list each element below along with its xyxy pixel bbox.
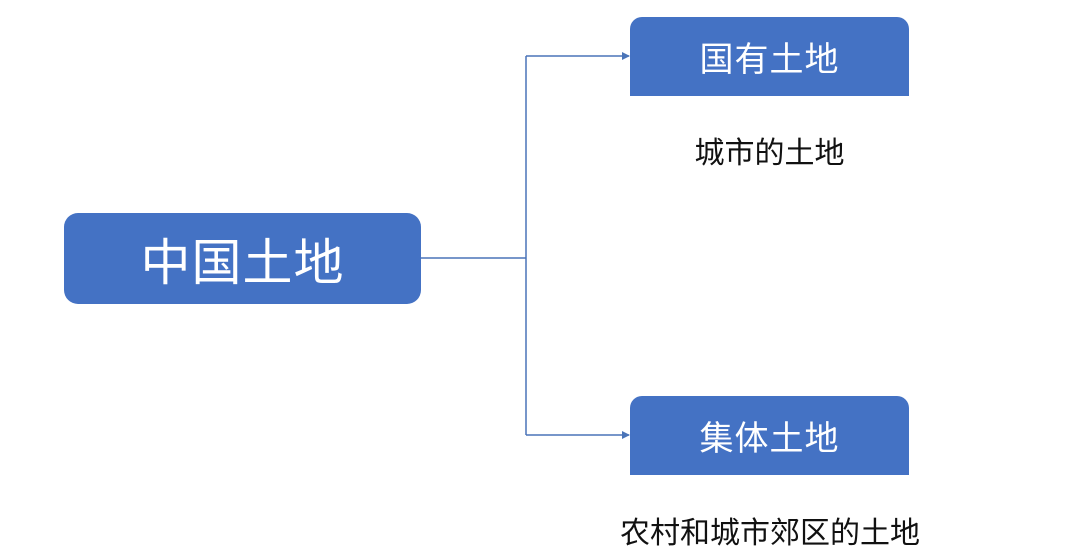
collective-land-label: 集体土地 <box>699 419 840 459</box>
root-node: 中国土地 <box>64 213 421 304</box>
collective-land-description: 农村和城市郊区的土地 <box>620 516 920 551</box>
collective-land-node: 集体土地 <box>630 396 909 475</box>
root-node-label: 中国土地 <box>140 233 345 292</box>
state-land-node: 国有土地 <box>630 17 909 96</box>
state-land-description: 城市的土地 <box>694 136 845 171</box>
state-land-label: 国有土地 <box>699 40 840 80</box>
